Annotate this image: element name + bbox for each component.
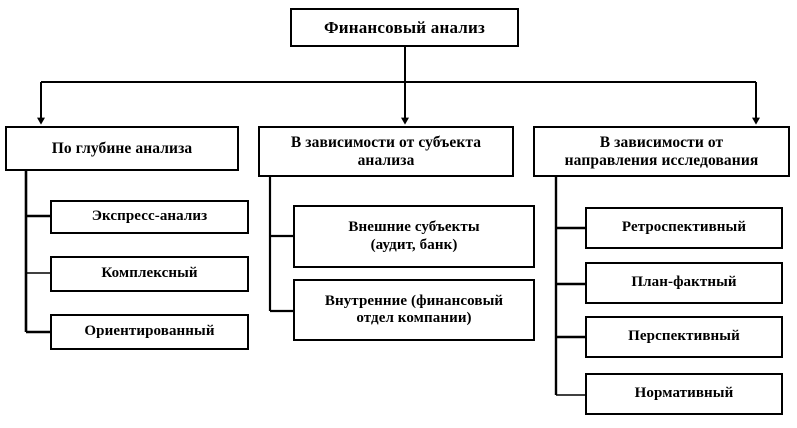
leaf-node-3-3[interactable]: Перспективный — [585, 316, 783, 358]
leaf-node-3-4[interactable]: Нормативный — [585, 373, 783, 415]
branch-node-1[interactable]: По глубине анализа — [5, 126, 239, 171]
leaf-node-1-2[interactable]: Комплексный — [50, 256, 249, 292]
branch-node-1-label: По глубине анализа — [51, 139, 193, 157]
leaf-node-3-2[interactable]: План-фактный — [585, 262, 783, 304]
leaf-node-3-4-label: Нормативный — [634, 385, 734, 402]
leaf-node-2-2-label: Внутренние (финансовый отдел компании) — [324, 292, 504, 326]
branch-node-3[interactable]: В зависимости от направления исследовани… — [533, 126, 790, 177]
leaf-node-3-1[interactable]: Ретроспективный — [585, 207, 783, 249]
root-node-financial-analysis[interactable]: Финансовый анализ — [290, 8, 519, 47]
root-node-label: Финансовый анализ — [323, 17, 486, 37]
leaf-node-2-1-label: Внешние субъекты (аудит, банк) — [348, 219, 480, 253]
leaf-node-3-2-label: План-фактный — [631, 274, 737, 291]
leaf-node-3-3-label: Перспективный — [628, 328, 740, 345]
branch-node-2[interactable]: В зависимости от субъекта анализа — [258, 126, 514, 177]
leaf-node-1-1[interactable]: Экспресс-анализ — [50, 200, 249, 234]
leaf-node-2-2[interactable]: Внутренние (финансовый отдел компании) — [293, 279, 535, 341]
leaf-node-1-3[interactable]: Ориентированный — [50, 314, 249, 350]
branch-node-3-label: В зависимости от направления исследовани… — [564, 133, 759, 169]
leaf-node-3-1-label: Ретроспективный — [621, 219, 747, 236]
leaf-node-2-1[interactable]: Внешние субъекты (аудит, банк) — [293, 205, 535, 268]
branch-node-2-label: В зависимости от субъекта анализа — [290, 133, 482, 169]
leaf-node-1-2-label: Комплексный — [101, 265, 198, 282]
leaf-node-1-3-label: Ориентированный — [84, 323, 215, 340]
leaf-node-1-1-label: Экспресс-анализ — [91, 208, 208, 225]
